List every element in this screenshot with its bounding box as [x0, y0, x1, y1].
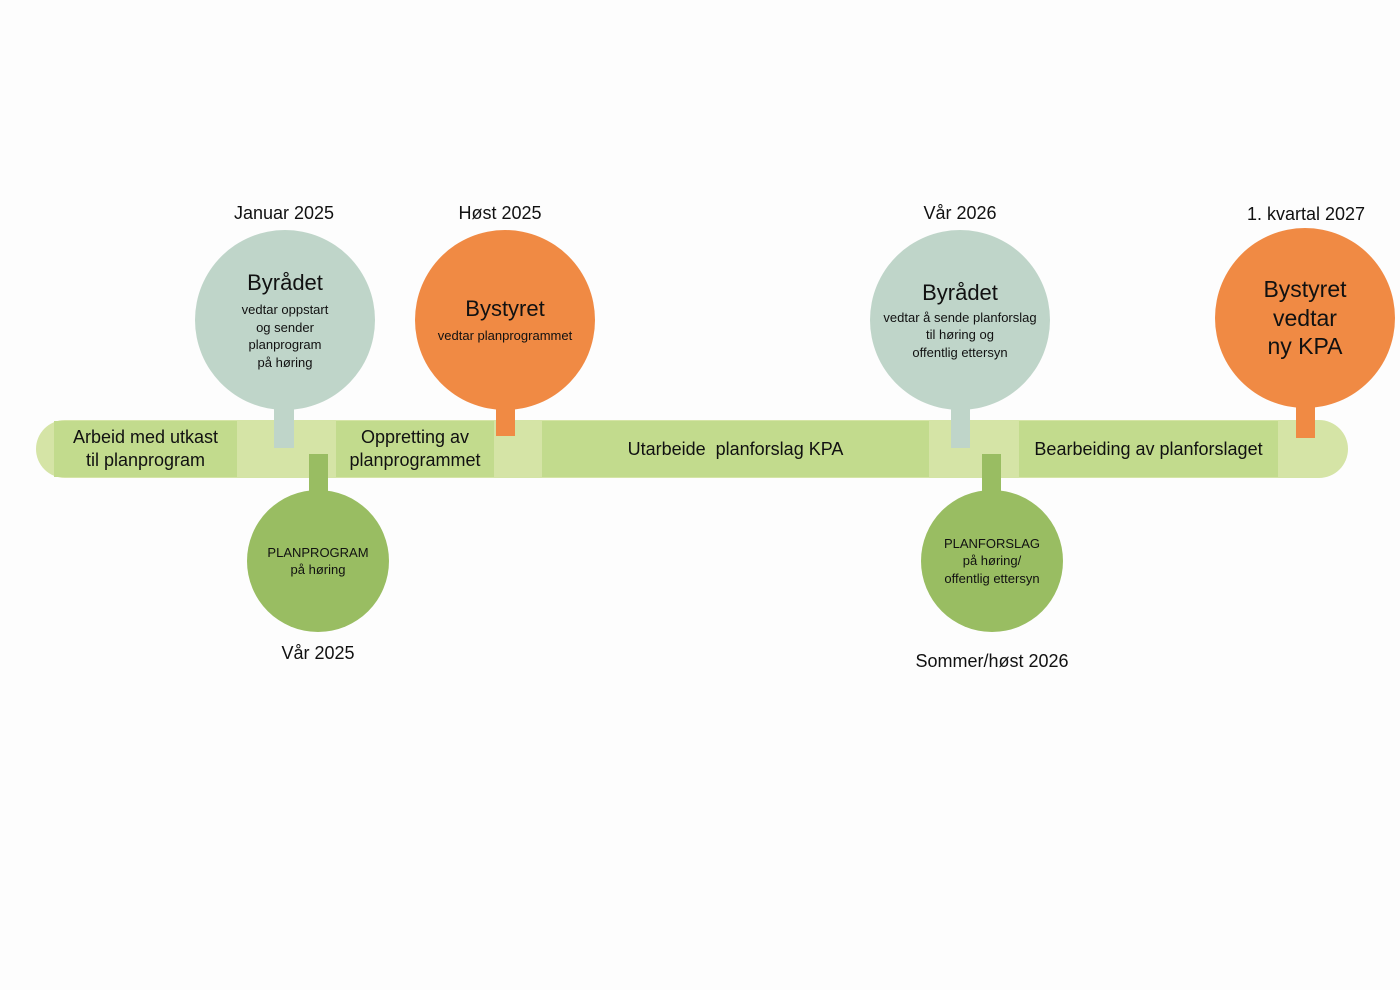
- milestone-date: Januar 2025: [233, 203, 335, 223]
- phase-draft-planning-program: Arbeid med utkast til planprogram: [54, 421, 237, 477]
- milestone-bystyret-planning-program: Bystyret vedtar planprogrammet: [415, 230, 595, 410]
- milestone-byradet-hearing: Byrådet vedtar å sende planforslag til h…: [870, 230, 1050, 410]
- milestone-title: Byrådet: [247, 270, 323, 295]
- milestone-text: vedtar oppstart og sender planprogram på…: [241, 302, 329, 370]
- milestone-stem: [1296, 400, 1315, 438]
- milestone-title: Bystyret: [465, 296, 545, 322]
- milestone-stem: [951, 400, 970, 448]
- milestone-text: PLANFORSLAG på høring/ offentlig ettersy…: [943, 535, 1041, 586]
- milestone-date: Vår 2026: [923, 203, 997, 223]
- milestone-text: PLANPROGRAM på høring: [267, 544, 369, 578]
- phase-prepare-plan-proposal: Utarbeide planforslag KPA: [542, 421, 929, 477]
- milestone-bystyret-adopts-kpa: Bystyret vedtar ny KPA: [1215, 228, 1395, 408]
- milestone-title: Bystyret vedtar ny KPA: [1263, 276, 1347, 360]
- milestone-date: Sommer/høst 2026: [915, 651, 1069, 671]
- milestone-text: vedtar planprogrammet: [437, 328, 573, 344]
- milestone-date: 1. kvartal 2027: [1246, 204, 1366, 224]
- milestone-byradet-start: Byrådet vedtar oppstart og sender planpr…: [195, 230, 375, 410]
- milestone-text: vedtar å sende planforslag til høring og…: [883, 309, 1037, 360]
- milestone-plan-proposal-hearing: PLANFORSLAG på høring/ offentlig ettersy…: [921, 490, 1063, 632]
- milestone-stem: [274, 400, 294, 448]
- milestone-date: Høst 2025: [458, 203, 542, 223]
- milestone-date: Vår 2025: [281, 643, 355, 663]
- phase-process-plan-proposal: Bearbeiding av planforslaget: [1019, 421, 1278, 477]
- milestone-title: Byrådet: [922, 279, 998, 305]
- milestone-planning-program-hearing: PLANPROGRAM på høring: [247, 490, 389, 632]
- phase-revise-planning-program: Oppretting av planprogrammet: [336, 421, 494, 477]
